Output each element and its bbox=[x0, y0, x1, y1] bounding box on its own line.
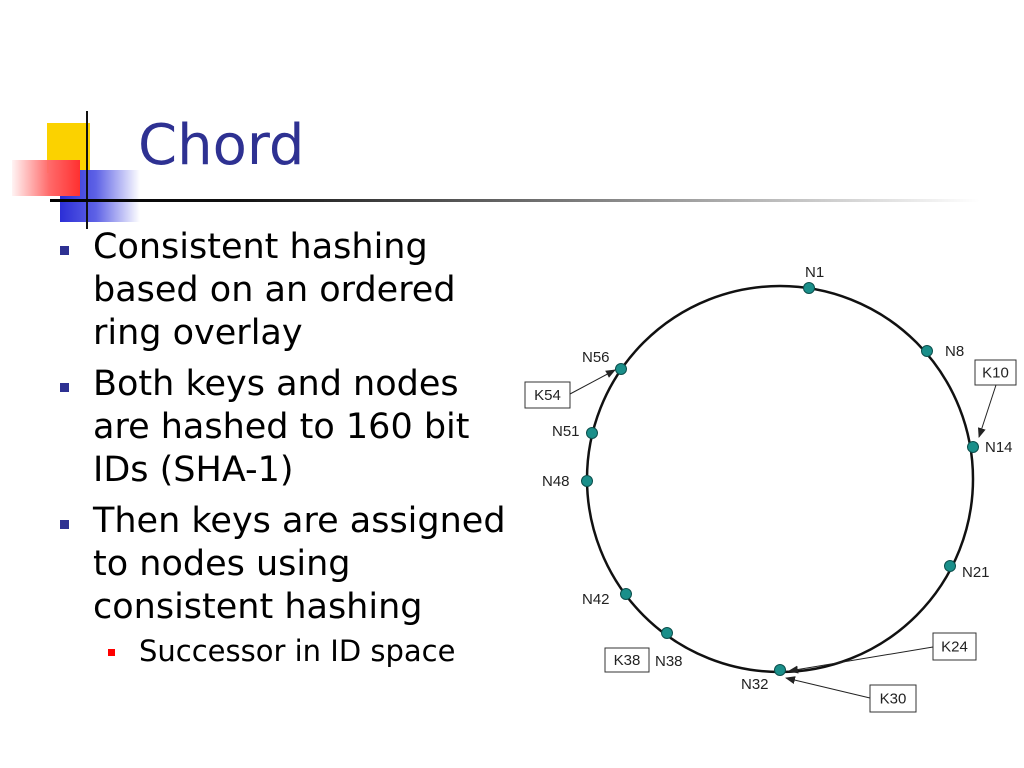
node-label-n21: N21 bbox=[962, 564, 990, 581]
node-label-n48: N48 bbox=[542, 473, 570, 490]
node-label-n51: N51 bbox=[552, 423, 580, 440]
key-box-k54 bbox=[524, 381, 571, 409]
slide-title: Chord bbox=[138, 113, 305, 178]
node-dot-n14 bbox=[967, 441, 979, 453]
node-dot-n8 bbox=[921, 345, 933, 357]
node-dot-n42 bbox=[620, 588, 632, 600]
node-dot-n48 bbox=[581, 475, 593, 487]
key-arrow-k30 bbox=[785, 676, 871, 699]
node-label-n32: N32 bbox=[741, 676, 769, 693]
node-dot-n51 bbox=[586, 427, 598, 439]
bullet-item: Consistent hashing based on an ordered r… bbox=[50, 226, 520, 355]
bullet-item: Both keys and nodes are hashed to 160 bi… bbox=[50, 363, 520, 492]
key-label-k30: K30 bbox=[880, 691, 907, 708]
key-arrow-k10 bbox=[977, 384, 997, 438]
sub-bullet-square-icon bbox=[108, 649, 115, 656]
bullet-text: Consistent hashing based on an ordered r… bbox=[93, 227, 456, 353]
node-dot-n1 bbox=[803, 282, 815, 294]
title-underline bbox=[50, 199, 980, 202]
key-box-k38 bbox=[604, 647, 650, 673]
node-label-n42: N42 bbox=[582, 591, 610, 608]
bullet-square-icon bbox=[60, 246, 69, 255]
node-label-n8: N8 bbox=[945, 343, 964, 360]
bullet-list: Consistent hashing based on an ordered r… bbox=[50, 226, 520, 679]
bullet-text: Both keys and nodes are hashed to 160 bi… bbox=[93, 364, 470, 490]
node-label-n14: N14 bbox=[985, 439, 1013, 456]
key-label-k38: K38 bbox=[614, 652, 641, 669]
bullet-square-icon bbox=[60, 383, 69, 392]
key-label-k24: K24 bbox=[941, 639, 968, 656]
sub-bullet-item: Successor in ID space bbox=[93, 631, 520, 671]
key-box-k30 bbox=[869, 684, 917, 713]
key-arrow-k54 bbox=[569, 369, 616, 395]
key-box-k24 bbox=[932, 632, 977, 661]
node-dot-n21 bbox=[944, 560, 956, 572]
ring-circle bbox=[585, 284, 975, 674]
node-dot-n38 bbox=[661, 627, 673, 639]
node-label-n38: N38 bbox=[655, 653, 683, 670]
node-label-n56: N56 bbox=[582, 349, 610, 366]
bullet-item: Then keys are assigned to nodes using co… bbox=[50, 500, 520, 671]
node-label-n1: N1 bbox=[805, 264, 824, 281]
node-dot-n56 bbox=[615, 363, 627, 375]
key-label-k54: K54 bbox=[534, 387, 561, 404]
bullet-text: Then keys are assigned to nodes using co… bbox=[93, 501, 506, 627]
sub-bullet-list: Successor in ID space bbox=[93, 631, 520, 671]
key-box-k10 bbox=[974, 359, 1017, 386]
node-dot-n32 bbox=[774, 664, 786, 676]
key-label-k10: K10 bbox=[982, 365, 1009, 382]
decor-vertical-line bbox=[86, 111, 88, 229]
decor-red-square bbox=[12, 160, 80, 196]
bullet-square-icon bbox=[60, 520, 69, 529]
key-arrow-k24 bbox=[788, 646, 934, 674]
sub-bullet-text: Successor in ID space bbox=[139, 634, 456, 668]
